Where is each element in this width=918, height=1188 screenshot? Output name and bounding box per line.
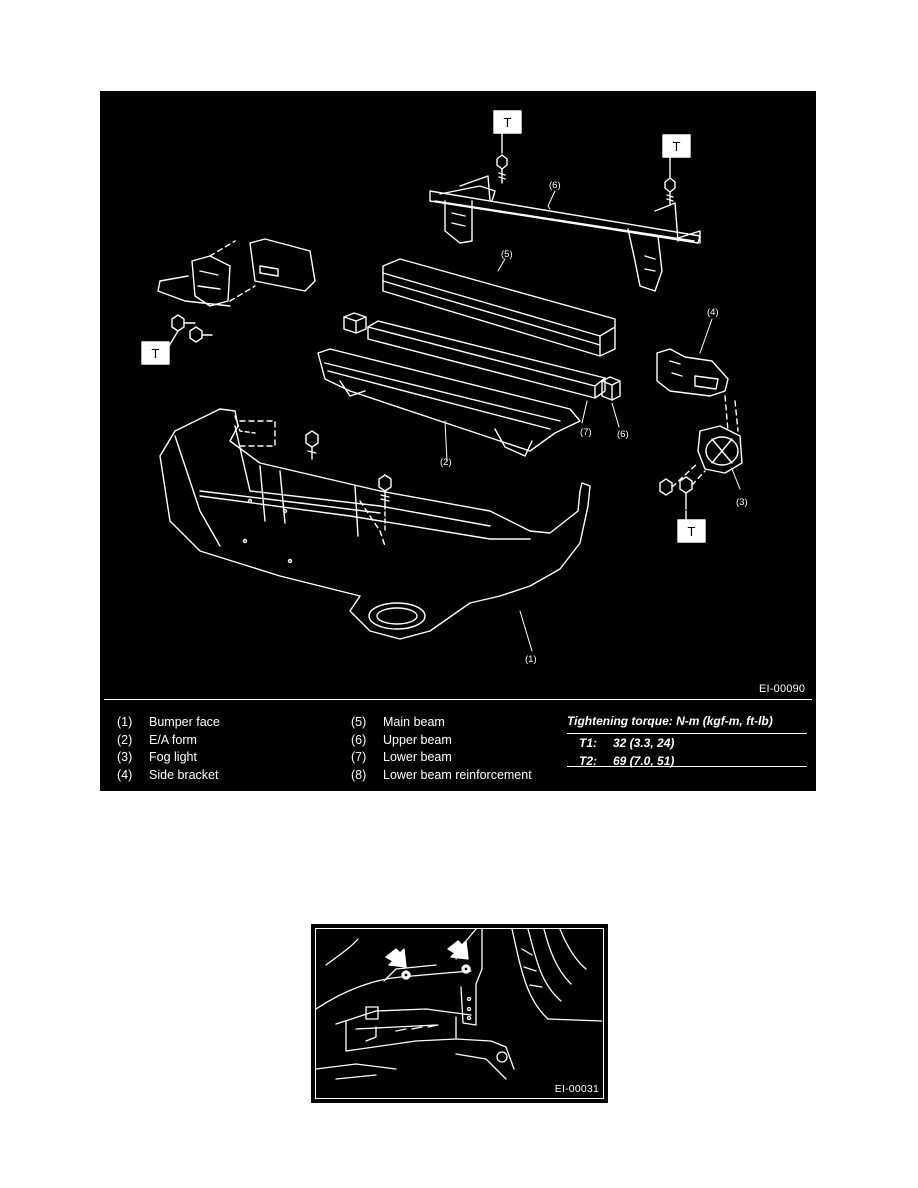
ea-form-drawing: [317, 348, 581, 457]
legend-right-column: (5) Main beam (6) Upper beam (7) Lower b…: [351, 715, 561, 785]
torque-row: T1: 32 (3.3, 24): [567, 736, 807, 754]
torque-tag-3: [141, 330, 179, 365]
legend-label: Upper beam: [383, 732, 452, 747]
callout-6-lower: (6): [617, 429, 629, 440]
legend-number: (6): [351, 732, 367, 747]
main-beam-drawing: [382, 258, 616, 357]
callout-4: (4): [707, 307, 719, 318]
legend-number: (5): [351, 715, 367, 729]
torque-table: Tightening torque: N-m (kgf-m, ft-lb) T1…: [567, 713, 807, 770]
torque-tag-3-label: T: [152, 346, 160, 361]
bolt-location-figure: EI-00031: [311, 924, 608, 1103]
callout-leaders: [444, 190, 741, 652]
bolt-arrow-left-icon: [385, 948, 407, 968]
lower-beam-drawing: [343, 312, 621, 401]
torque-value: 32 (3.3, 24): [613, 736, 675, 750]
bolt-location-illustration: [316, 929, 603, 1080]
upper-beam-drawing: [429, 175, 701, 292]
legend-item: (1) Bumper face: [117, 715, 317, 733]
upper-beam-bolts: [496, 154, 676, 206]
legend-item: (7) Lower beam: [351, 750, 561, 768]
legend-item: (8) Lower beam reinforcement: [351, 768, 561, 786]
bumper-exploded-illustration: T T T T (6) (5) (4) (3) (7) (6) (2) (1): [141, 110, 748, 665]
legend-label: Lower beam: [383, 750, 452, 764]
legend-item: (2) E/A form: [117, 733, 317, 751]
callout-5: (5): [501, 249, 513, 260]
legend-number: (8): [351, 767, 367, 782]
torque-key: T2:: [579, 754, 597, 768]
callout-7: (7): [580, 427, 592, 438]
torque-tag-1-label: T: [504, 115, 512, 130]
legend-divider: [104, 699, 812, 700]
tire-drawing: [511, 929, 603, 1022]
torque-tag-1: [493, 110, 522, 154]
legend-item: (3) Fog light: [117, 750, 317, 768]
legend-number: (2): [117, 732, 133, 747]
torque-value: 69 (7.0, 51): [613, 754, 675, 768]
figure-id-label: EI-00031: [554, 1083, 599, 1095]
bolt-location-frame: EI-00031: [315, 928, 604, 1099]
lower-housing-drawing: [316, 1006, 515, 1080]
torque-key: T1:: [579, 736, 597, 750]
torque-row: T2: 69 (7.0, 51): [567, 754, 807, 772]
bolt-markers: [401, 964, 471, 980]
exploded-bumper-diagram: T T T T (6) (5) (4) (3) (7) (6) (2) (1) …: [100, 91, 816, 791]
legend-number: (1): [117, 715, 133, 729]
legend-item: (4) Side bracket: [117, 768, 317, 786]
legend-label: E/A form: [149, 732, 197, 747]
legend-item: (5) Main beam: [351, 715, 561, 733]
legend-label: Fog light: [149, 750, 197, 764]
left-side-bracket-drawing: [157, 238, 316, 343]
legend-left-column: (1) Bumper face (2) E/A form (3) Fog lig…: [117, 715, 317, 785]
legend-label: Bumper face: [149, 715, 220, 729]
callout-2: (2): [440, 457, 452, 468]
callout-1: (1): [525, 654, 537, 665]
torque-tag-4: [677, 510, 706, 543]
legend-number: (7): [351, 750, 367, 764]
bolt-arrow-right-icon: [447, 940, 469, 960]
torque-tag-2-label: T: [673, 139, 681, 154]
torque-table-bottom-rule: [567, 766, 807, 767]
bumper-edge-drawing: [316, 938, 472, 1025]
torque-table-title: Tightening torque: N-m (kgf-m, ft-lb): [567, 713, 807, 734]
legend-number: (4): [117, 767, 133, 782]
right-side-bracket-drawing: [656, 348, 729, 397]
callout-6-upper: (6): [549, 180, 561, 191]
legend-number: (3): [117, 750, 133, 764]
legend-label: Main beam: [383, 715, 445, 729]
legend-label: Lower beam reinforcement: [383, 767, 532, 782]
callout-3: (3): [736, 497, 748, 508]
torque-tag-4-label: T: [688, 524, 696, 539]
torque-tag-2: [662, 134, 691, 178]
legend-label: Side bracket: [149, 767, 219, 782]
bumper-face-drawing: [159, 408, 591, 640]
legend-item: (6) Upper beam: [351, 733, 561, 751]
bumper-clips: [305, 430, 392, 532]
figure-id-label: EI-00090: [759, 683, 806, 695]
fog-light-drawing: [659, 395, 743, 510]
